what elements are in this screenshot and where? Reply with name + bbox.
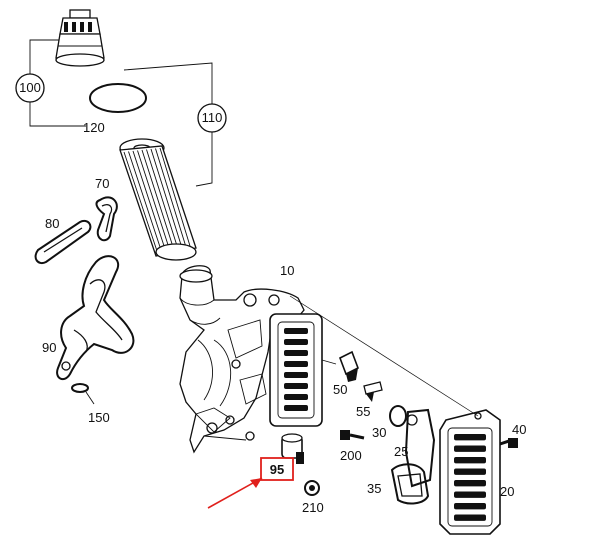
cooler-fin (284, 361, 308, 368)
cooler-fin (284, 350, 308, 357)
alignment-lines (289, 295, 479, 417)
o-ring-30 (389, 405, 407, 427)
label-20: 20 (500, 484, 514, 499)
label-120: 120 (83, 120, 105, 135)
label-210: 210 (302, 500, 324, 515)
cooler-fin (454, 457, 486, 464)
oil-cooler-mounted (269, 313, 323, 427)
gasket-25 (404, 408, 436, 488)
label-80: 80 (45, 216, 59, 231)
label-100: 100 (19, 80, 41, 95)
o-ring-seal-120 (89, 83, 147, 113)
label-25: 25 (394, 444, 408, 459)
oil-filter-housing-icon (179, 265, 305, 454)
sensor-50 (338, 350, 360, 382)
gasket-80 (34, 220, 92, 264)
cooler-fin (284, 394, 308, 401)
oil-filter-element-icon (119, 138, 197, 261)
cooler-fin (454, 480, 486, 487)
cooler-fin (454, 491, 486, 498)
cooler-fin (454, 503, 486, 510)
label-55: 55 (356, 404, 370, 419)
label-110: 110 (202, 110, 223, 125)
filter-callout-frame (29, 39, 213, 187)
oil-filter-cap-icon (55, 9, 105, 67)
label-95: 95 (270, 462, 284, 477)
oil-cooler-icon (439, 409, 501, 535)
sensor-55 (363, 381, 383, 402)
gasket-70 (95, 196, 118, 242)
cooler-fin (454, 514, 486, 521)
cooler-fin (454, 468, 486, 475)
bolt-200 (340, 430, 365, 440)
cooler-fin (284, 405, 308, 412)
cooler-fin (284, 339, 308, 346)
label-40: 40 (512, 422, 526, 437)
callout-circle-100 (15, 73, 45, 103)
gasket-35 (390, 463, 430, 505)
highlight-arrow (207, 477, 263, 509)
cooler-fin (454, 434, 486, 441)
label-150: 150 (88, 410, 110, 425)
seal-150 (71, 383, 95, 405)
cooler-fin (284, 372, 308, 379)
label-35: 35 (367, 481, 381, 496)
highlighted-part-95-icon (281, 433, 304, 464)
cooler-fin (454, 445, 486, 452)
callout-circle-110 (197, 103, 227, 133)
gasket-90 (56, 255, 135, 381)
label-90: 90 (42, 340, 56, 355)
cooler-fin (284, 383, 308, 390)
label-30: 30 (372, 425, 386, 440)
label-70: 70 (95, 176, 109, 191)
label-10: 10 (280, 263, 294, 278)
label-200: 200 (340, 448, 362, 463)
bolt-40 (499, 438, 518, 448)
highlight-box-95 (260, 457, 294, 481)
cooler-fin (284, 328, 308, 335)
label-50: 50 (333, 382, 347, 397)
